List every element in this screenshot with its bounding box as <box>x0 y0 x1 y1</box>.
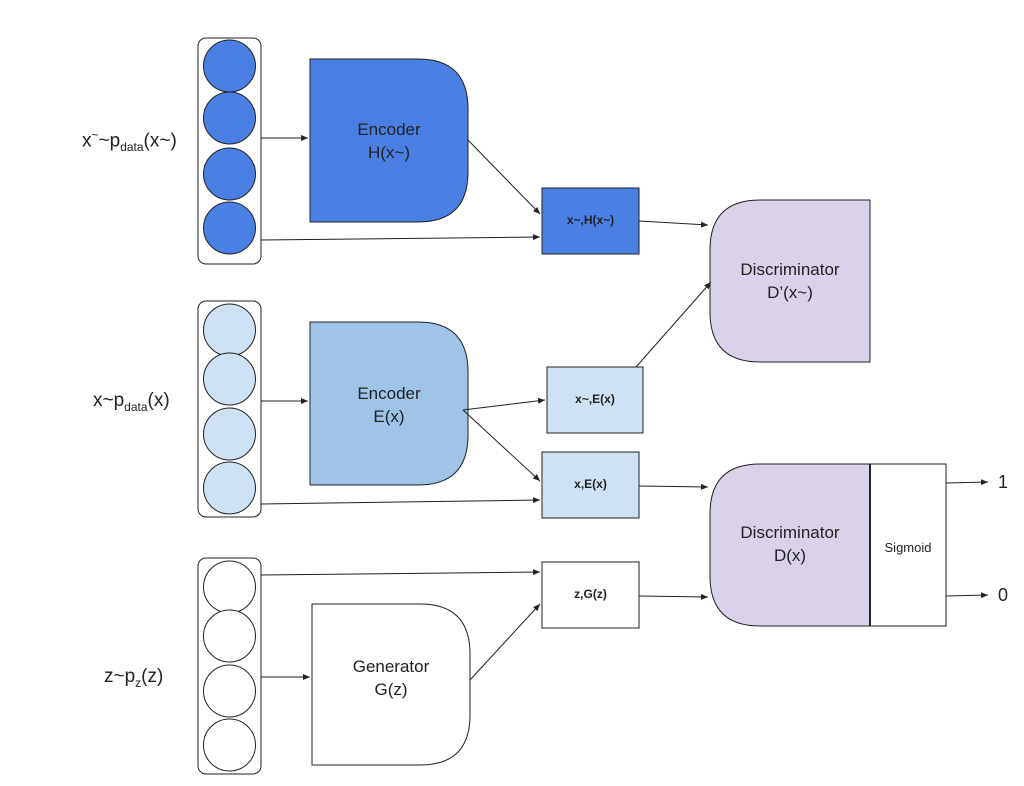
encoder-e-block <box>309 321 469 486</box>
arrow-encoder-h-to-pair <box>467 139 541 215</box>
pair-label-z-g: z,G(z) <box>574 587 607 601</box>
sigmoid-label: Sigmoid <box>884 540 932 555</box>
output-label-1: 1 <box>998 472 1009 492</box>
arrow-generator-to-pair <box>469 603 541 681</box>
arrow-pair-x-e-to-disc <box>638 483 709 490</box>
generator-block <box>311 603 471 766</box>
neuron-node <box>203 91 256 145</box>
discriminator-block <box>709 463 871 627</box>
neuron-node <box>203 718 256 772</box>
arrow-pair-xt-e-to-disc-prime <box>635 281 712 368</box>
neuron-node <box>203 352 256 406</box>
arrow-encoder-e-to-pair-xt-e <box>462 397 546 411</box>
arrow-encoder-e-to-pair-x-e <box>462 409 541 482</box>
arrow-pair-z-g-to-disc <box>638 593 709 600</box>
arrow-pair-xt-h-to-disc-prime <box>638 220 709 228</box>
arrow-sigmoid-to-1 <box>945 479 989 486</box>
neuron-node <box>203 39 256 93</box>
input-label-x-tilde: x~~pdata(x~) <box>82 128 177 155</box>
pair-box-xt-h <box>541 187 640 255</box>
pair-box-xt-e <box>546 366 644 434</box>
pair-box-x-e <box>541 451 640 519</box>
output-label-0: 0 <box>998 585 1009 605</box>
neuron-node <box>203 147 256 201</box>
neuron-node <box>203 407 256 461</box>
pair-label-x-e: x,E(x) <box>574 477 607 491</box>
input-vector-x-tilde <box>197 37 262 265</box>
arrow-z-to-pair-z-g <box>260 569 541 576</box>
neuron-node <box>203 609 256 663</box>
input-label-z: z~pz(z) <box>104 666 164 690</box>
input-vector-x <box>197 300 262 518</box>
encoder-h-block <box>309 58 469 223</box>
neuron-node <box>203 461 256 515</box>
pair-label-xt-e: x~,E(x) <box>575 392 615 406</box>
input-vector-z <box>197 557 262 775</box>
neuron-node <box>203 201 256 255</box>
pair-box-z-g <box>541 561 640 629</box>
neuron-node <box>203 303 256 357</box>
pair-label-xt-h: x~,H(x~) <box>566 213 615 227</box>
arrow-x-to-pair-x-e <box>260 497 541 505</box>
neuron-node <box>203 664 256 718</box>
discriminator-prime-block <box>709 199 871 363</box>
arrow-xt-to-pair <box>260 234 541 241</box>
input-label-x: x~pdata(x) <box>93 390 170 414</box>
sigmoid-block <box>869 463 947 627</box>
arrow-sigmoid-to-0 <box>945 592 989 599</box>
neuron-node <box>203 560 256 614</box>
